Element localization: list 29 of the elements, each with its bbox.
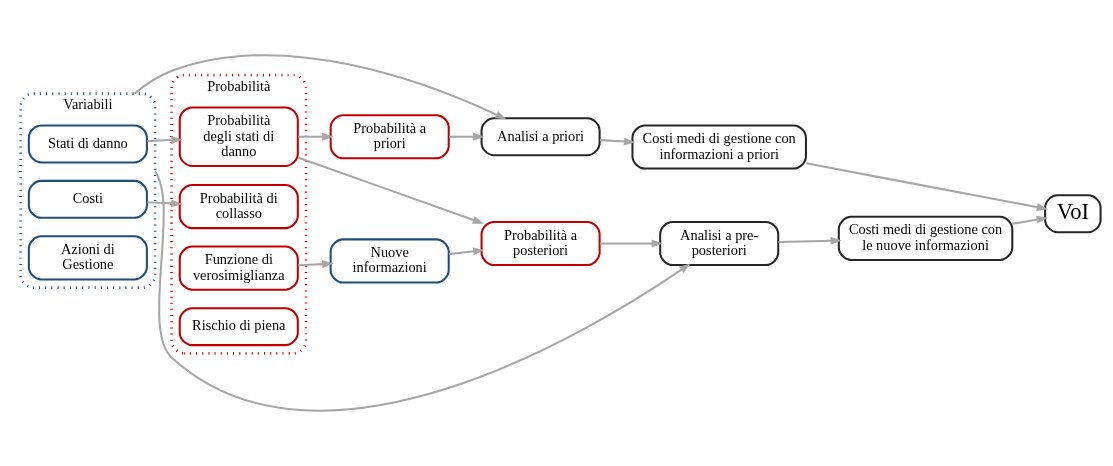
node-box: Rischio di piena bbox=[178, 307, 299, 347]
node-box: Costi medi di gestione con informazioni a priori bbox=[631, 124, 807, 170]
arrow bbox=[599, 239, 664, 248]
arrow bbox=[1012, 215, 1049, 225]
node-box: Costi bbox=[27, 179, 148, 219]
arrow bbox=[449, 247, 485, 256]
node-box: Probabilità a priori bbox=[329, 114, 450, 160]
arrow bbox=[449, 132, 485, 141]
node-box: Costi medi di gestione con le nuove informazioni bbox=[837, 215, 1014, 261]
node-box: Analisi a priori bbox=[480, 117, 601, 157]
node-box: Analisi a pre-posteriori bbox=[659, 220, 780, 267]
node-box: Nuove informazioni bbox=[329, 238, 450, 284]
arrow bbox=[298, 260, 334, 269]
node-box: Probabilità degli stati di danno bbox=[178, 106, 299, 168]
arrow bbox=[599, 137, 636, 146]
node-box: Stati di danno bbox=[27, 124, 148, 164]
arrow bbox=[147, 136, 183, 144]
arrow bbox=[778, 236, 842, 245]
node-box: Funzione di verosimiglianza bbox=[178, 245, 299, 291]
arrow bbox=[154, 171, 691, 411]
arrow bbox=[806, 162, 1048, 211]
arrow bbox=[147, 199, 183, 208]
node-box: Probabilità a posteriori bbox=[480, 220, 601, 267]
node-box: Probabilità di collasso bbox=[178, 183, 299, 230]
arrow bbox=[133, 54, 507, 120]
node-box: Azioni di Gestione bbox=[27, 235, 148, 281]
node-box: VoI bbox=[1044, 194, 1102, 234]
arrow bbox=[297, 156, 484, 224]
arrow bbox=[298, 132, 334, 141]
